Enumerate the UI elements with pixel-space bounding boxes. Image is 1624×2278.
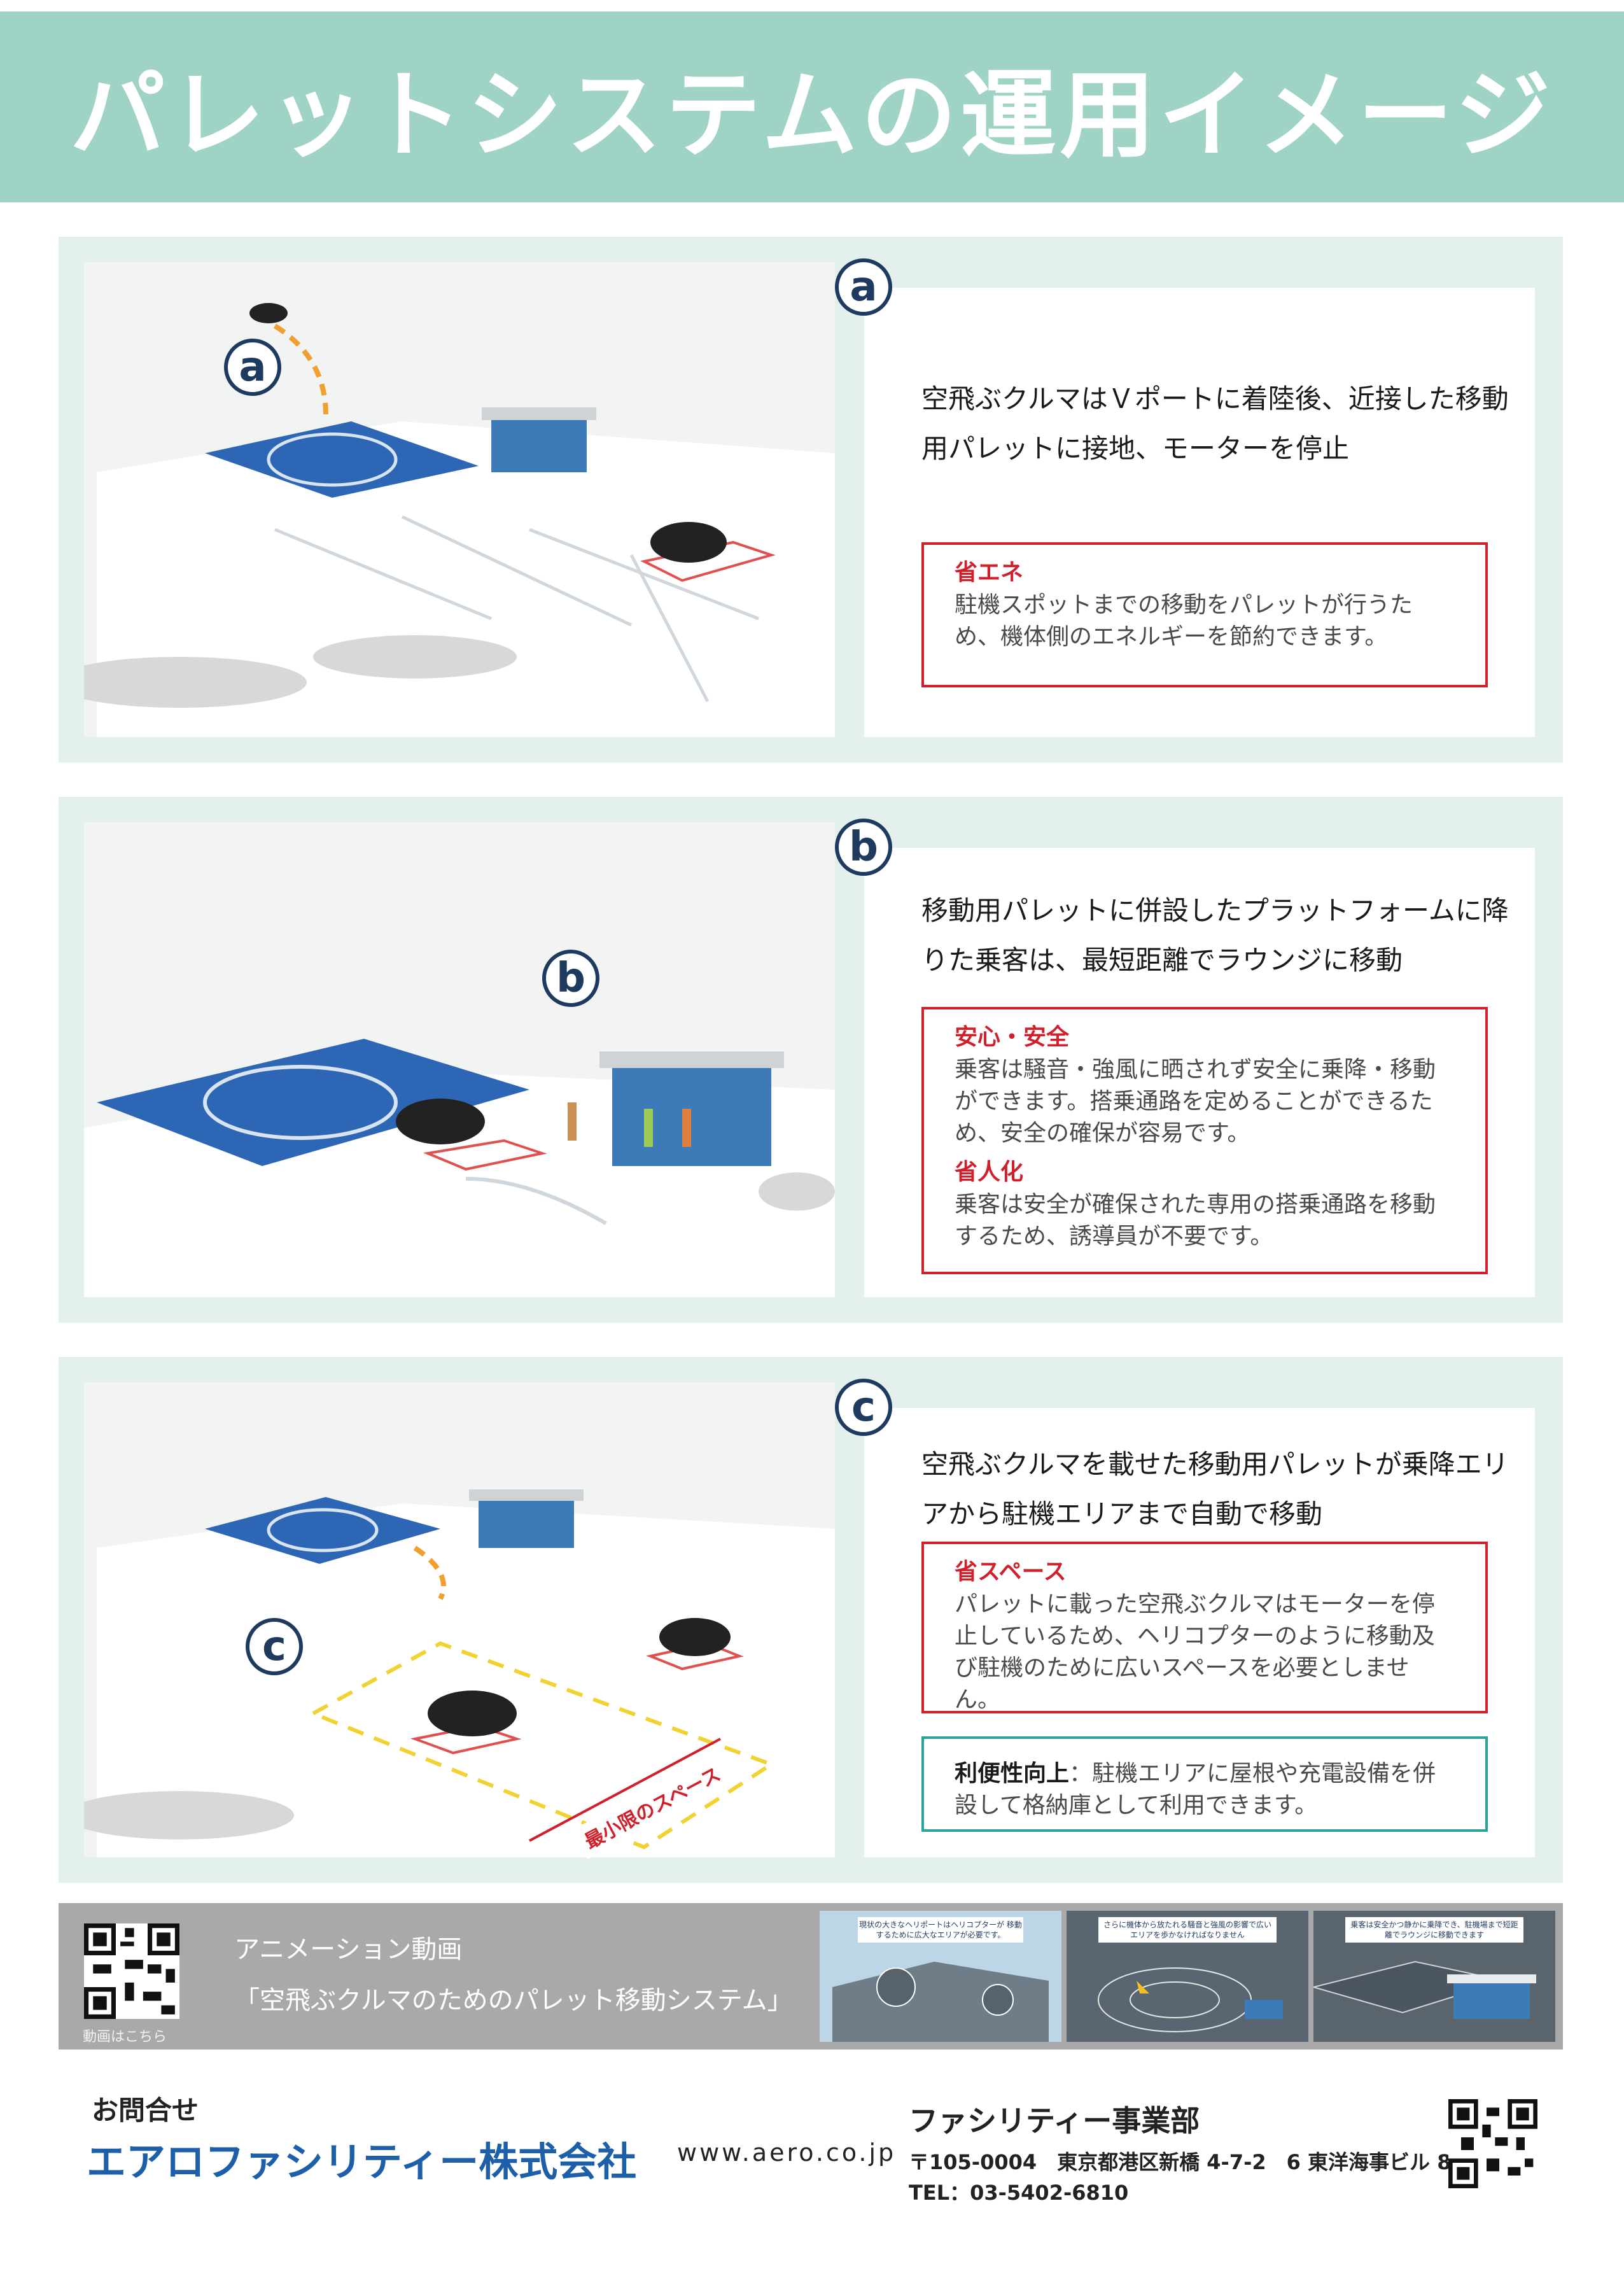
benefit-box-safety: 安心・安全 乗客は騒音・強風に晒されず安全に乗降・移動ができます。搭乗通路を定め… (921, 1007, 1488, 1274)
panel-lead-text: 移動用パレットに併設したプラットフォームに降りた乗客は、最短距離でラウンジに移動 (921, 895, 1509, 976)
contact-label: お問合せ (92, 2095, 199, 2126)
thumbnail-caption: 乗客は安全かつ静かに乗降でき、駐機場まで短距離でラウンジに移動できます (1350, 1920, 1518, 1939)
benefit-body: 利便性向上：駐機エリアに屋根や充電設備を併設して格納庫として利用できます。 (955, 1750, 1455, 1822)
thumbnail-caption: 現状の大きなヘリポートはヘリコプターが 移動するために広大なエリアが必要です。 (859, 1920, 1022, 1939)
title-banner: パレットシステムの運用イメージ (0, 11, 1624, 202)
benefit-title: 利便性向上 (955, 1761, 1070, 1787)
animation-subtitle: 「空飛ぶクルマのためのパレット移動システム」 (234, 1986, 793, 2015)
qr-icon (84, 1923, 179, 2019)
benefit-text: ：駐機エリアに屋根や充電設備を併設して格納庫として利用できます。 (955, 1761, 1436, 1818)
contact-qr-code[interactable] (1448, 2099, 1537, 2188)
thumbnail-image (1067, 1911, 1308, 2042)
scene-illustration (84, 262, 835, 737)
thumbnail-image (1313, 1911, 1555, 2042)
department-name: ファシリティー事業部 (909, 2104, 1200, 2138)
panel-letter-badge: a (835, 258, 892, 316)
section-3: 3 c 最小限のスペース 空飛ぶクルマを載せた移動用パレットが乗降エリアから駐機… (59, 1357, 1563, 1883)
benefit-box-space: 省スペース パレットに載った空飛ぶクルマはモーターを停止しているため、ヘリコプタ… (921, 1542, 1488, 1713)
benefit-title: 安心・安全 (955, 1024, 1070, 1050)
address: 〒105-0004 東京都港区新橋 4-7-2 6 東洋海事ビル 8F (909, 2150, 1466, 2174)
panel-letter-badge: c (835, 1379, 892, 1436)
benefit-title: 省エネ (955, 559, 1024, 586)
benefit-body: 乗客は安全が確保された専用の搭乗通路を移動するため、誘導員が不要です。 (955, 1192, 1436, 1249)
description-panel: 空飛ぶクルマを載せた移動用パレットが乗降エリアから駐機エリアまで自動で移動 省ス… (864, 1408, 1535, 1857)
section-2: 2 b 移動用パレットに併設したプラットフォームに降りた乗客は、最短距離でラウン… (59, 797, 1563, 1323)
benefit-title: 省人化 (955, 1159, 1024, 1185)
description-panel: 移動用パレットに併設したプラットフォームに降りた乗客は、最短距離でラウンジに移動… (864, 848, 1535, 1297)
thumbnail-caption: さらに機体から放たれる騒音と強風の影響で広いエリアを歩かなければなりません (1103, 1920, 1272, 1939)
benefit-body: 乗客は騒音・強風に晒されず安全に乗降・移動ができます。搭乗通路を定めることができ… (955, 1057, 1436, 1146)
panel-letter-badge: b (835, 819, 892, 876)
panel-lead-text: 空飛ぶクルマはＶポートに着陸後、近接した移動用パレットに接地、モーターを停止 (921, 383, 1509, 464)
benefit-body: パレットに載った空飛ぶクルマはモーターを停止しているため、ヘリコプターのように移… (955, 1591, 1435, 1713)
benefit-title: 省スペース (955, 1559, 1067, 1585)
phone-number: TEL：03-5402-6810 (909, 2181, 1129, 2205)
qr-icon (1448, 2099, 1537, 2188)
landing-scene-svg (84, 262, 835, 737)
benefit-box-convenience: 利便性向上：駐機エリアに屋根や充電設備を併設して格納庫として利用できます。 (921, 1736, 1488, 1832)
website-link[interactable]: www.aero.co.jp (677, 2139, 897, 2167)
benefit-body: 駐機スポットまでの移動をパレットが行うため、機体側のエネルギーを節約できます。 (955, 592, 1413, 650)
video-thumbnail-3[interactable]: 乗客は安全かつ静かに乗降でき、駐機場まで短距離でラウンジに移動できます (1313, 1911, 1555, 2042)
company-name: エアロファシリティー株式会社 (87, 2139, 637, 2185)
section-1: 1 a 空飛ぶクルマはＶポートに着陸後、近接した移動用パレットに接地、モーターを… (59, 237, 1563, 763)
scene-letter-badge: a (224, 339, 281, 396)
animation-banner: 動画はこちら アニメーション動画 「空飛ぶクルマのためのパレット移動システム」 … (59, 1903, 1563, 2049)
video-thumbnail-1[interactable]: 現状の大きなヘリポートはヘリコプターが 移動するために広大なエリアが必要です。 (820, 1911, 1061, 2042)
panel-lead-text: 空飛ぶクルマを載せた移動用パレットが乗降エリアから駐機エリアまで自動で移動 (921, 1449, 1509, 1529)
benefit-box-energy: 省エネ 駐機スポットまでの移動をパレットが行うため、機体側のエネルギーを節約でき… (921, 542, 1488, 687)
page-title: パレットシステムの運用イメージ (69, 60, 1555, 171)
scene-letter-badge: c (246, 1618, 303, 1675)
video-qr-code[interactable] (84, 1923, 179, 2019)
scene-illustration (84, 822, 835, 1297)
description-panel: 空飛ぶクルマはＶポートに着陸後、近接した移動用パレットに接地、モーターを停止 省… (864, 288, 1535, 737)
thumbnail-image (820, 1911, 1061, 2042)
video-thumbnail-2[interactable]: さらに機体から放たれる騒音と強風の影響で広いエリアを歩かなければなりません (1067, 1911, 1308, 2042)
qr-caption: 動画はこちら (83, 2029, 167, 2045)
boarding-scene-svg (84, 822, 835, 1297)
animation-title: アニメーション動画 (234, 1935, 463, 1964)
scene-letter-badge: b (542, 950, 599, 1007)
